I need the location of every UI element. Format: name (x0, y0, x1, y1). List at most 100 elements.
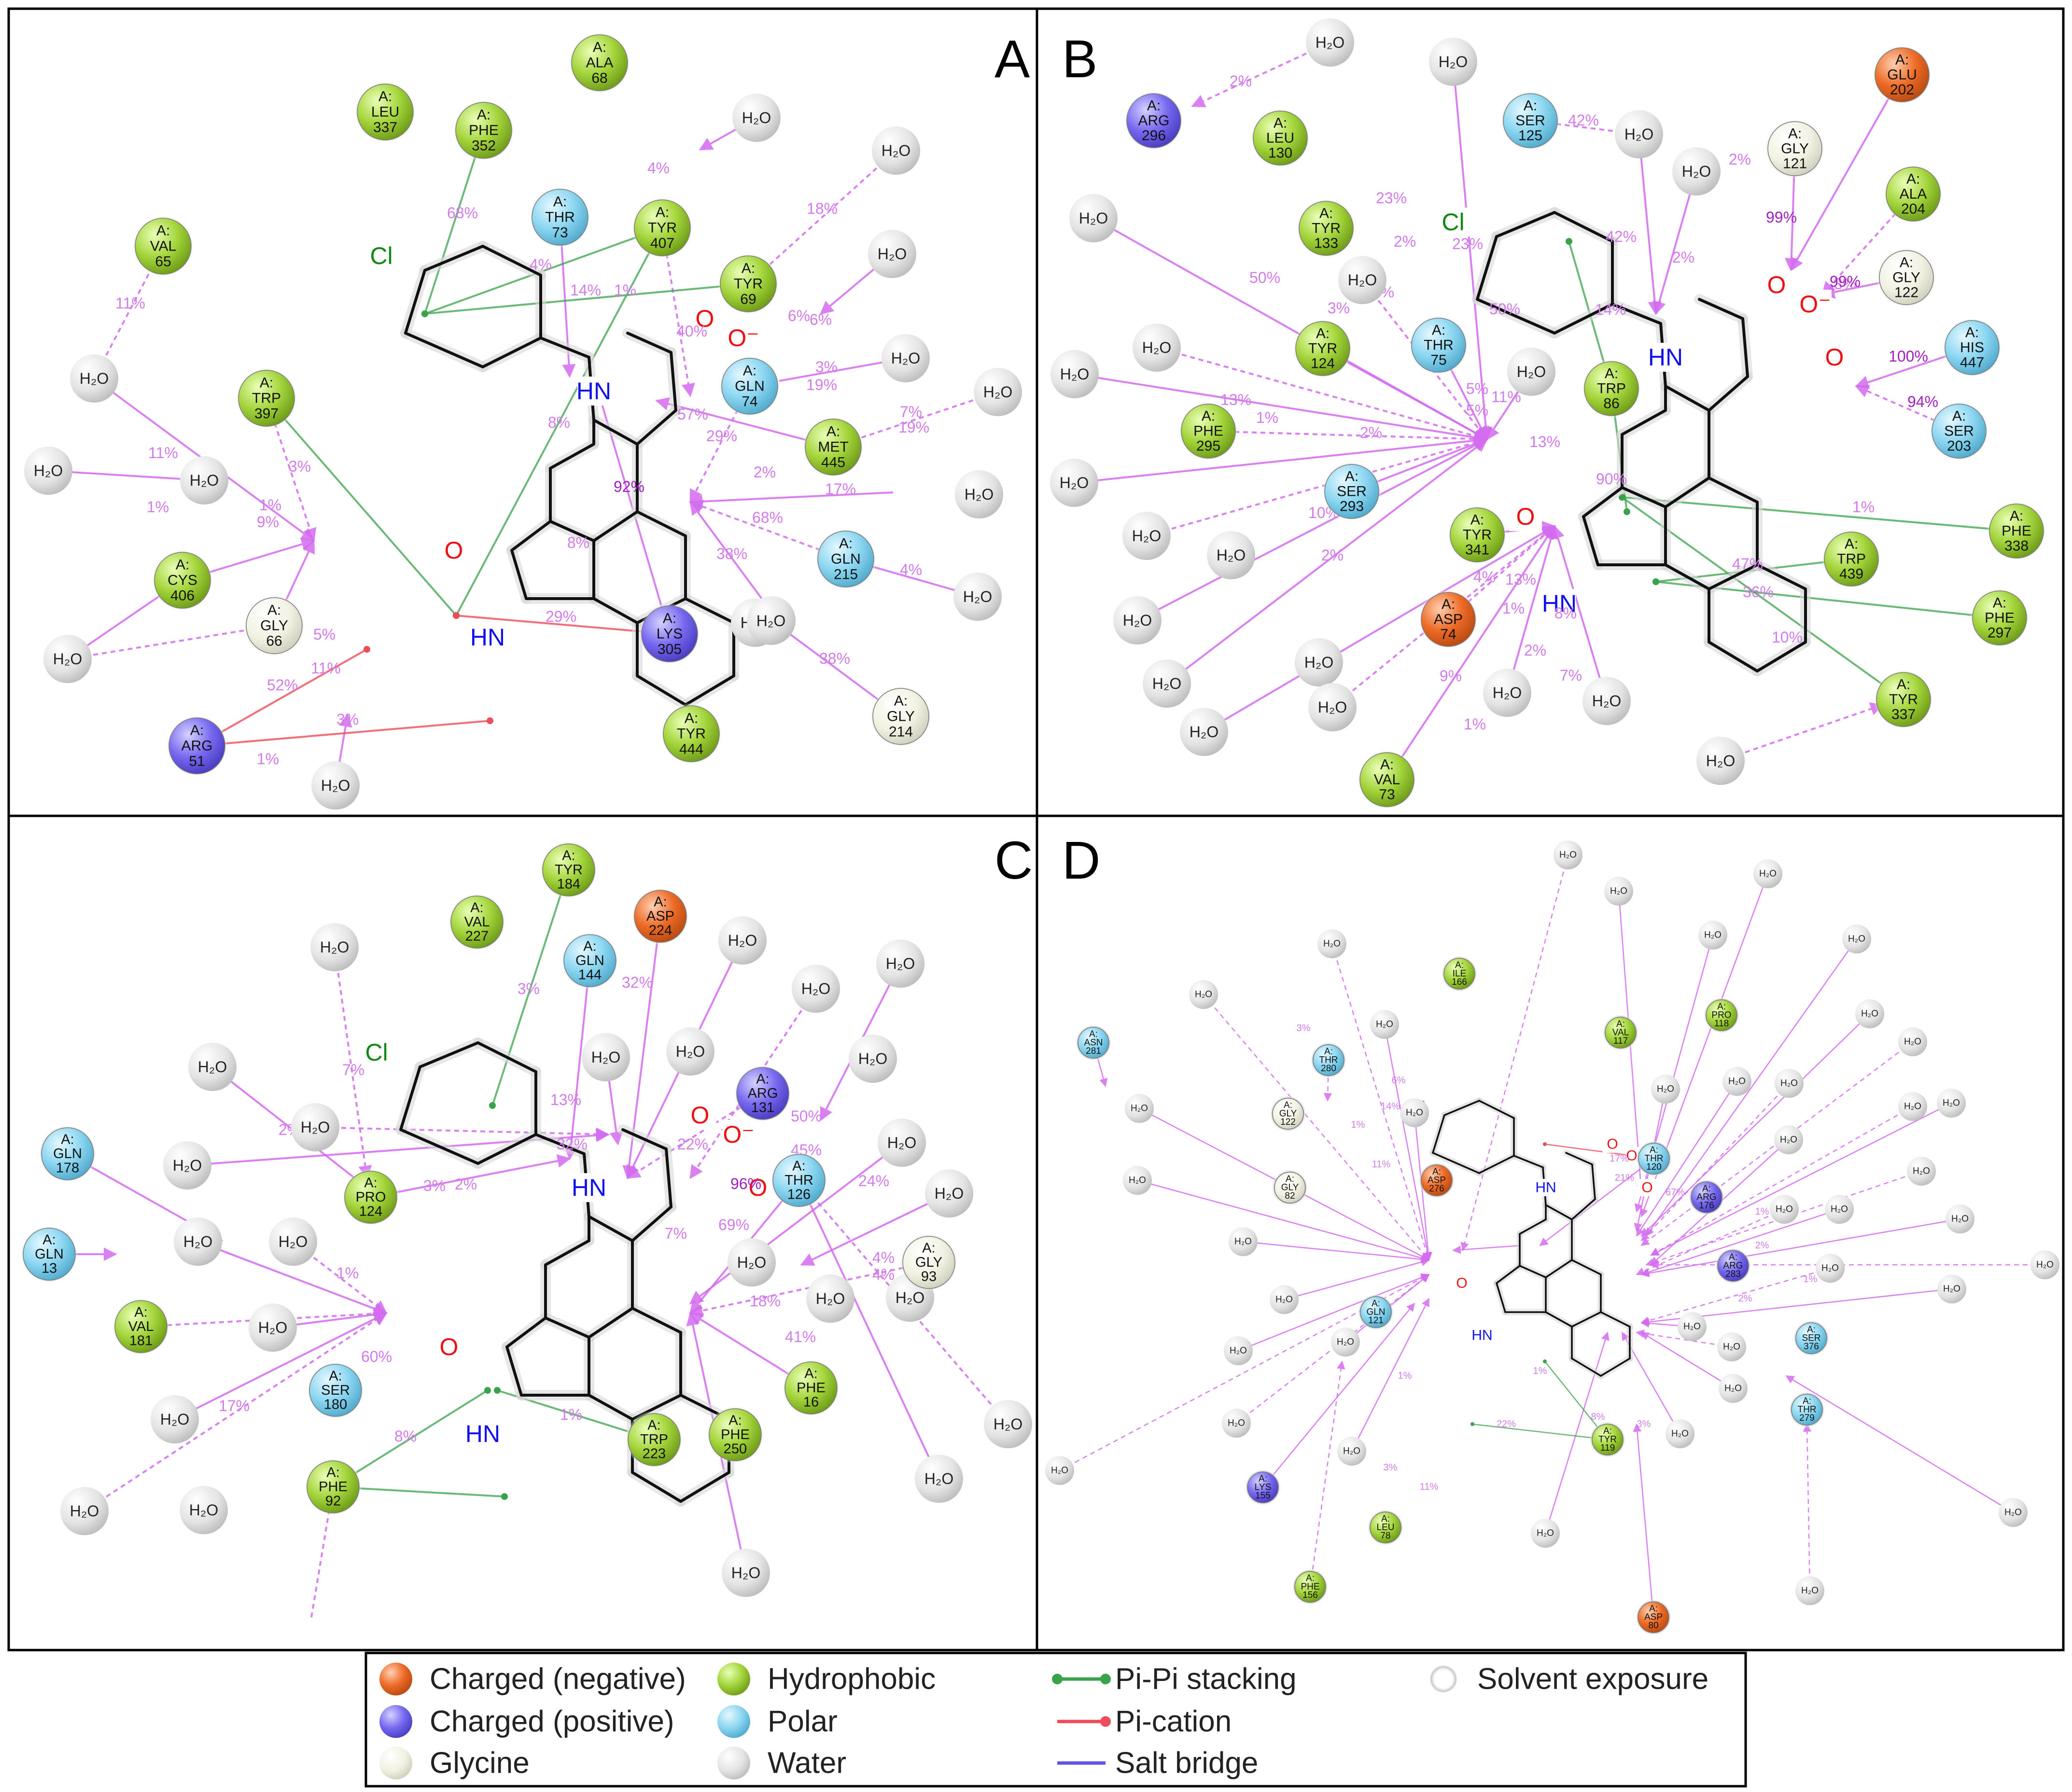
hbond-line (689, 501, 773, 614)
water-molecule-node: H₂O (1370, 1010, 1399, 1039)
residue-number: 214 (889, 724, 913, 740)
residue-chain: A: (1605, 366, 1618, 382)
residue-negative-icon (1638, 1601, 1669, 1633)
panel-d-label: D (1062, 831, 1100, 890)
ligand-bond (1698, 298, 1744, 320)
hbond-line (1506, 525, 1558, 693)
residue-name: PRO (1711, 1010, 1731, 1021)
hbond-line (1452, 1245, 1521, 1254)
residue-number: 407 (650, 235, 674, 251)
water-icon (1678, 1312, 1707, 1341)
interaction-percent-label: 1% (257, 750, 279, 768)
water-molecule-node: H₂O (747, 597, 795, 645)
residue-name: MET (818, 439, 848, 455)
ligand-bond (1545, 1311, 1573, 1328)
atom-label-bg (1437, 208, 1470, 237)
water-molecule-node: H₂O (984, 1400, 1032, 1448)
water-icon (1582, 677, 1631, 725)
ligand-bond (636, 674, 687, 706)
interaction-percent-label: 10% (1772, 629, 1803, 646)
residue-number: 223 (643, 1446, 666, 1462)
residue-chain: A: (1284, 1100, 1292, 1110)
interaction-percent-label: 6% (788, 307, 810, 324)
interaction-percent-label: 1% (1533, 1366, 1547, 1376)
pi-pi-centroid (1470, 1422, 1474, 1426)
water-icon (974, 368, 1022, 416)
water-label: H₂O (728, 932, 757, 949)
residue-hydrophobic-icon (1359, 752, 1414, 807)
residue-hydrophobic-icon (720, 255, 777, 312)
interaction-percent-label: 4% (1473, 568, 1496, 586)
atom-label-hn: HN (572, 1174, 606, 1201)
hbond-line (1785, 1375, 2014, 1513)
legend-item-solvent: Solvent exposure (1429, 1663, 1708, 1696)
water-molecule-node: H₂O (1816, 1254, 1845, 1283)
interaction-percent-label: 4% (647, 159, 670, 177)
water-label: H₂O (1780, 1135, 1797, 1145)
residue-name: GLY (1279, 1109, 1297, 1119)
water-label: H₂O (1129, 1176, 1146, 1186)
residue-hydrophobic-icon (307, 1460, 360, 1513)
water-molecule-node: H₂O (1753, 859, 1782, 888)
residue-name: TYR (1598, 1435, 1617, 1445)
water-molecule-node: H₂O (1582, 677, 1631, 725)
residue-positive-icon (736, 1067, 789, 1120)
water-molecule-node: H₂O (1946, 1204, 1974, 1233)
atom-label-o: O (696, 305, 714, 332)
ligand-bond (1621, 486, 1667, 508)
panel-c-label: C (994, 831, 1033, 890)
ligand-bond (1432, 1114, 1445, 1154)
interaction-percent-label: 2% (1672, 249, 1694, 266)
atom-label-bg (1760, 270, 1793, 299)
legend-label: Pi-cation (1115, 1705, 1232, 1738)
hbond-line (370, 1154, 571, 1198)
interaction-percent-label: 47% (1732, 555, 1763, 573)
water-molecule-node: H₂O (1331, 1328, 1360, 1357)
interaction-percent-label: 17% (219, 1397, 250, 1414)
ligand-bond (1545, 1204, 1573, 1220)
water-molecule-node: H₂O (1774, 1125, 1803, 1154)
water-icon (1698, 921, 1727, 950)
residue-name: SER (321, 1383, 350, 1398)
residue-number: 276 (1429, 1184, 1444, 1194)
residue-number: 68 (591, 70, 607, 86)
water-icon (1123, 1166, 1152, 1195)
water-icon (1753, 859, 1782, 888)
water-label: H₂O (1190, 723, 1218, 741)
legend-item-pipi: Pi-Pi stacking (1052, 1663, 1297, 1696)
water-molecule-node: H₂O (666, 1027, 714, 1076)
water-label: H₂O (189, 1501, 218, 1519)
water-icon (582, 1033, 630, 1081)
residue-polar-icon (721, 358, 778, 415)
water-molecule-node: H₂O (311, 761, 360, 810)
water-label: H₂O (1537, 1528, 1554, 1539)
residue-chain: A: (1729, 1252, 1737, 1262)
residue-polar-icon (1791, 1394, 1823, 1426)
ligand-bond (1476, 298, 1556, 335)
residue-chain: A: (1372, 1299, 1380, 1309)
water-label: H₂O (742, 109, 771, 126)
water-label: H₂O (994, 1415, 1022, 1433)
atom-label-o: O (440, 1333, 459, 1360)
water-molecule-node: H₂O (1113, 596, 1162, 644)
residue-number: 120 (1646, 1162, 1662, 1172)
ligand-bond (1519, 1218, 1547, 1235)
atom-label-bg (742, 1173, 774, 1202)
residue-chain: A: (685, 711, 698, 727)
residue-name: VAL (1612, 1028, 1629, 1038)
residue-chain: A: (1286, 1174, 1294, 1184)
residue-polar-icon (1932, 404, 1987, 459)
water-molecule-node: H₂O (1069, 194, 1118, 242)
residue-hydrophobic-icon (1584, 361, 1639, 416)
hbond-line (315, 1126, 610, 1141)
